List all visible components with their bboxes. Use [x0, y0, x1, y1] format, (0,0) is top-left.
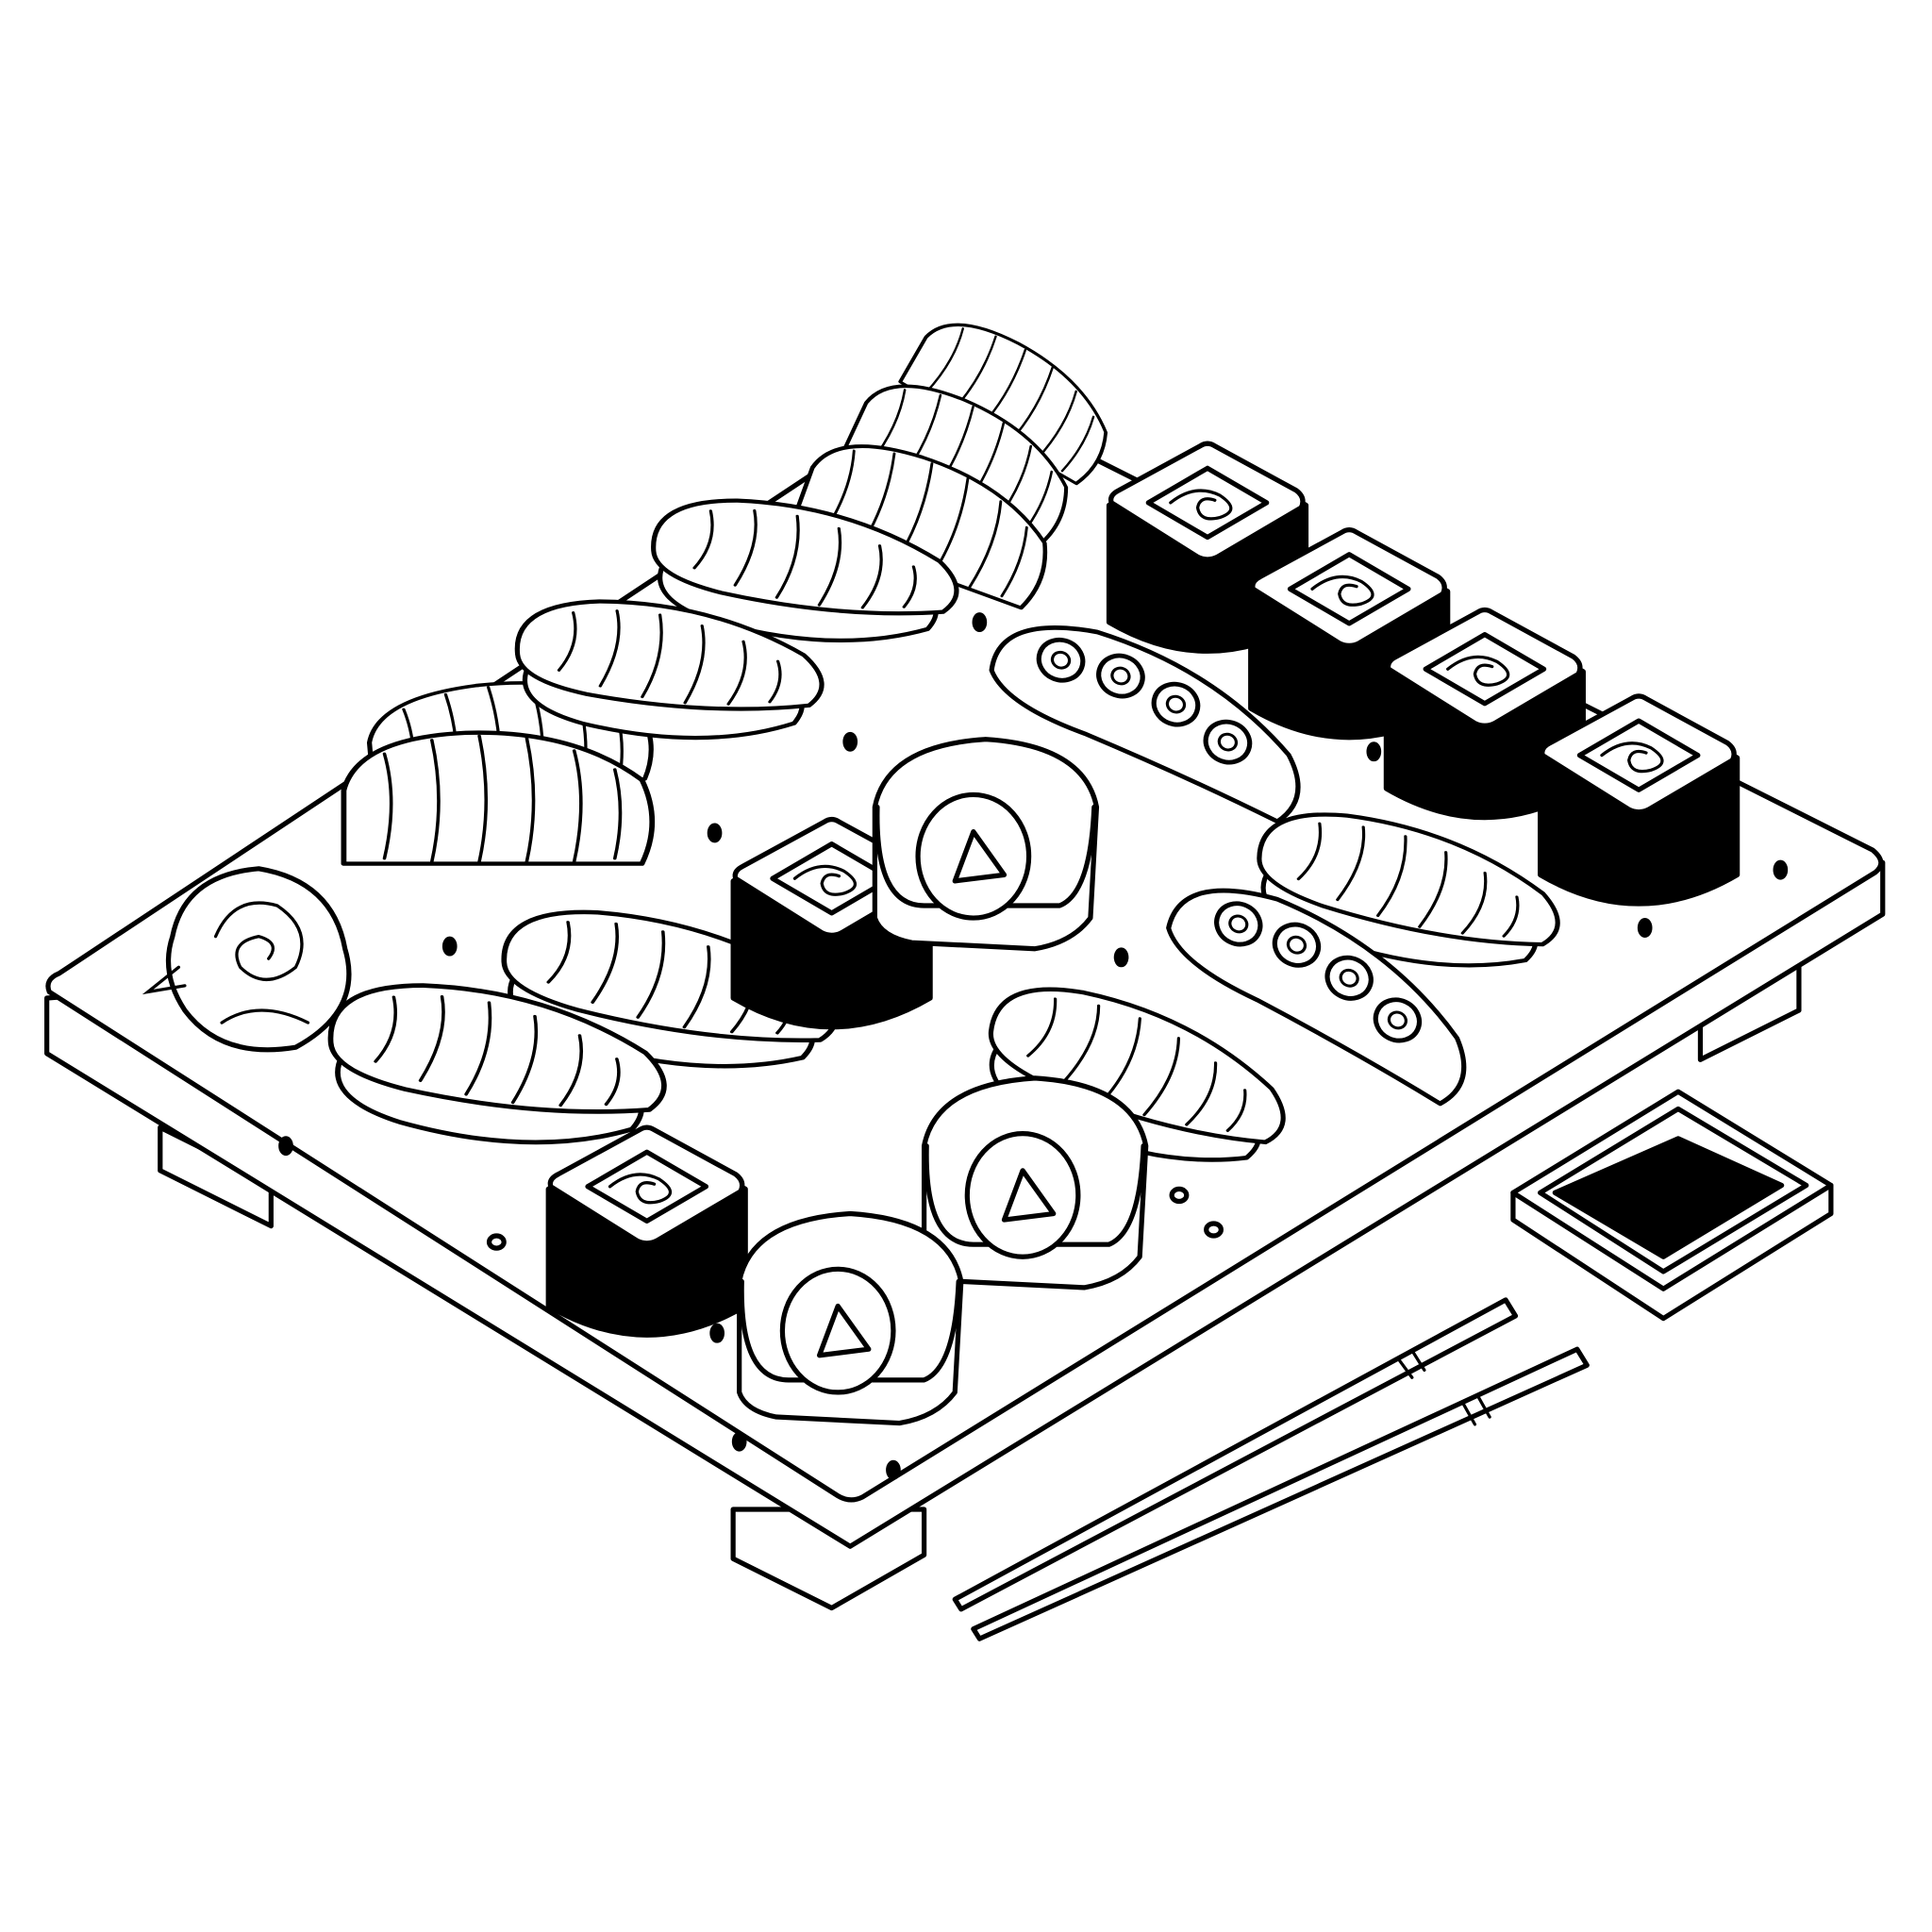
rice-grains: [278, 612, 1789, 1480]
pickled-ginger-rose: [142, 866, 352, 1053]
soy-sauce-dish: [1510, 1089, 1834, 1322]
chopsticks: [952, 1297, 1590, 1641]
